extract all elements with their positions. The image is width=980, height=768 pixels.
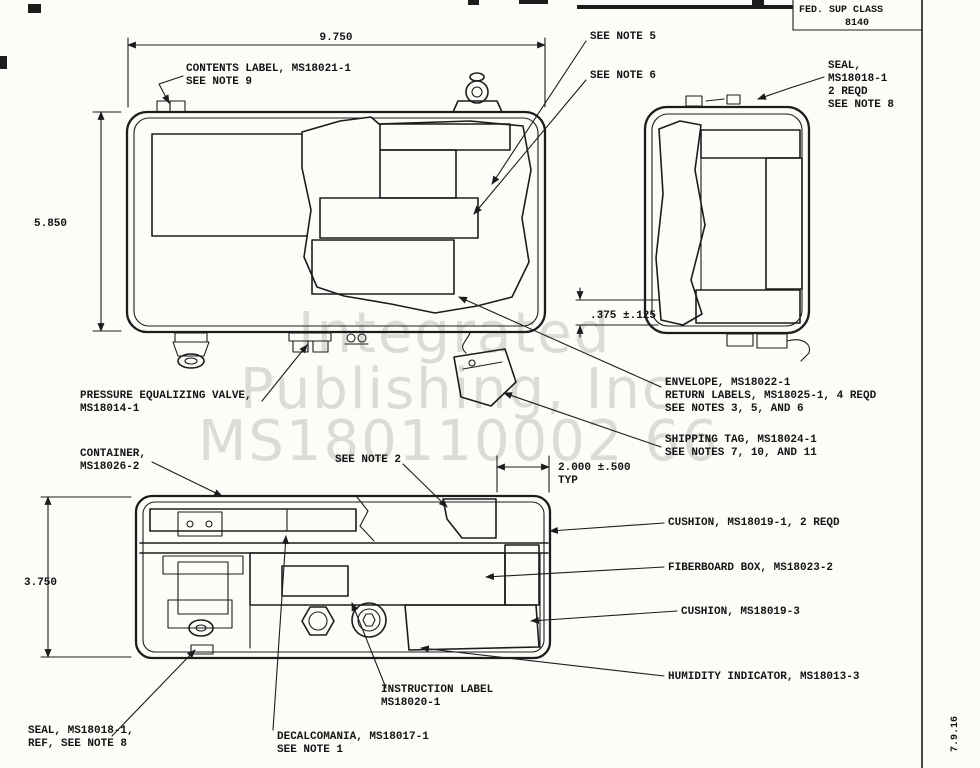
end-view-outline — [643, 105, 811, 335]
section-outline — [134, 494, 552, 660]
registration-mark — [519, 0, 548, 4]
leader-contents-label — [158, 75, 184, 104]
leader-lines — [111, 40, 825, 737]
leader-see-note-2 — [402, 463, 448, 508]
seal-bottom-text-1: SEAL, MS18018-1, — [28, 725, 134, 737]
registration-mark — [28, 4, 41, 13]
leader-pressure-valve — [261, 344, 308, 402]
decalcomania-text-2: SEE NOTE 1 — [277, 744, 343, 756]
class-box-border — [792, 0, 923, 31]
instruction-label-text-2: MS18020-1 — [381, 697, 441, 709]
dim-skid-gap: .375 ±.125 — [590, 310, 656, 322]
leader-envelope — [458, 296, 662, 388]
registration-mark — [0, 56, 7, 69]
humidity-indicator-plug — [351, 602, 387, 638]
pressure-valve-text-2: MS18014-1 — [80, 403, 140, 415]
registration-mark — [468, 0, 479, 5]
envelope-text-2: RETURN LABELS, MS18025-1, 4 REQD — [665, 390, 877, 402]
hex-nut — [301, 606, 335, 636]
cushion-hatch-top — [442, 498, 497, 539]
cushion-3-text: CUSHION, MS18019-3 — [681, 606, 800, 618]
dim-typ-line1: 2.000 ±.500 — [558, 462, 631, 474]
cutaway-tear — [301, 116, 532, 314]
leader-decalcomania — [272, 535, 289, 731]
humidity-indicator-text: HUMIDITY INDICATOR, MS18013-3 — [668, 671, 860, 683]
seal-bottom-text-2: REF, SEE NOTE 8 — [28, 738, 127, 750]
leader-see-note-6 — [473, 79, 587, 215]
latch-left — [172, 332, 210, 369]
registration-mark — [752, 0, 764, 5]
instruction-label-area — [281, 565, 349, 597]
pressure-valve-text-1: PRESSURE EQUALIZING VALVE, — [80, 390, 252, 402]
leader-container — [151, 461, 223, 497]
class-number: 8140 — [845, 18, 869, 29]
edge-note: 7.9.16 — [950, 716, 961, 752]
see-note-2-text: SEE NOTE 2 — [335, 454, 401, 466]
seal-oval — [188, 619, 214, 637]
watermark-line3: MS180110002 66 — [198, 409, 720, 474]
seal-top-text-1: SEAL, — [828, 60, 861, 72]
upper-end-view — [643, 94, 811, 362]
container-text-1: CONTAINER, — [80, 448, 146, 460]
seal-top-text-3: 2 REQD — [828, 86, 868, 98]
seal-top-text-4: SEE NOTE 8 — [828, 99, 894, 111]
latch-section-upper — [177, 511, 223, 537]
lid-clip — [156, 100, 171, 113]
contents-label-text-2: SEE NOTE 9 — [186, 76, 252, 88]
seal-top-text-2: MS18018-1 — [828, 73, 888, 85]
envelope-text-1: ENVELOPE, MS18022-1 — [665, 377, 791, 389]
dimension-annotations: 9.750 5.850 3.750 2.000 ±.500 TYP .375 ±… — [24, 32, 659, 658]
shipping-tag-text-1: SHIPPING TAG, MS18024-1 — [665, 434, 817, 446]
leader-instruction-label — [351, 602, 387, 689]
top-cap — [452, 72, 503, 113]
decalcomania-band — [149, 508, 357, 532]
lower-section-view — [134, 494, 552, 660]
fiberboard-box-text: FIBERBOARD BOX, MS18023-2 — [668, 562, 833, 574]
callout-labels: CONTENTS LABEL, MS18021-1 SEE NOTE 9 SEE… — [28, 31, 894, 756]
dim-typ-line2: TYP — [558, 475, 578, 487]
dim-overall-width: 9.750 — [319, 32, 352, 44]
dim-lower-height: 3.750 — [24, 577, 57, 589]
fed-sup-class-label: FED. SUP CLASS — [799, 5, 883, 16]
watermark-line1: Integrated — [298, 301, 611, 366]
instruction-label-text-1: INSTRUCTION LABEL — [381, 684, 494, 696]
leader-seal-bottom — [111, 649, 196, 737]
leader-see-note-5 — [491, 40, 587, 185]
seal-clip — [726, 94, 741, 105]
container-text-2: MS18026-2 — [80, 461, 139, 473]
decalcomania-text-1: DECALCOMANIA, MS18017-1 — [277, 731, 429, 743]
seal-clip — [685, 95, 703, 107]
cushion-1-text: CUSHION, MS18019-1, 2 REQD — [668, 517, 840, 529]
see-note-6-text: SEE NOTE 6 — [590, 70, 656, 82]
watermark: Integrated Publishing, Inc MS180110002 6… — [198, 301, 720, 474]
leader-cushion-3 — [530, 610, 678, 624]
lid-clip — [169, 100, 186, 113]
contents-label-text-1: CONTENTS LABEL, MS18021-1 — [186, 63, 351, 75]
dim-upper-height: 5.850 — [34, 218, 67, 230]
container-outline — [125, 110, 547, 334]
latch-end-view — [726, 333, 811, 362]
top-heavy-rule — [577, 5, 793, 9]
cushion-hatch-bottom — [404, 604, 540, 651]
upper-front-view — [125, 72, 547, 407]
bolt-detail — [344, 333, 369, 345]
leader-cushion-1 — [549, 522, 665, 534]
fiberboard-box-outline — [249, 552, 506, 606]
leader-humidity-indicator — [420, 645, 665, 677]
cushion-hatch-end-view — [655, 120, 706, 326]
envelope-text-3: SEE NOTES 3, 5, AND 6 — [665, 403, 804, 415]
latch-section-lower — [162, 555, 244, 655]
shipping-tag-text-2: SEE NOTES 7, 10, AND 11 — [665, 447, 817, 459]
tear-line — [356, 496, 375, 542]
leader-shipping-tag — [503, 392, 662, 448]
leader-seal-top — [757, 76, 825, 100]
see-note-5-text: SEE NOTE 5 — [590, 31, 656, 43]
leader-fiberboard-box — [485, 566, 665, 581]
